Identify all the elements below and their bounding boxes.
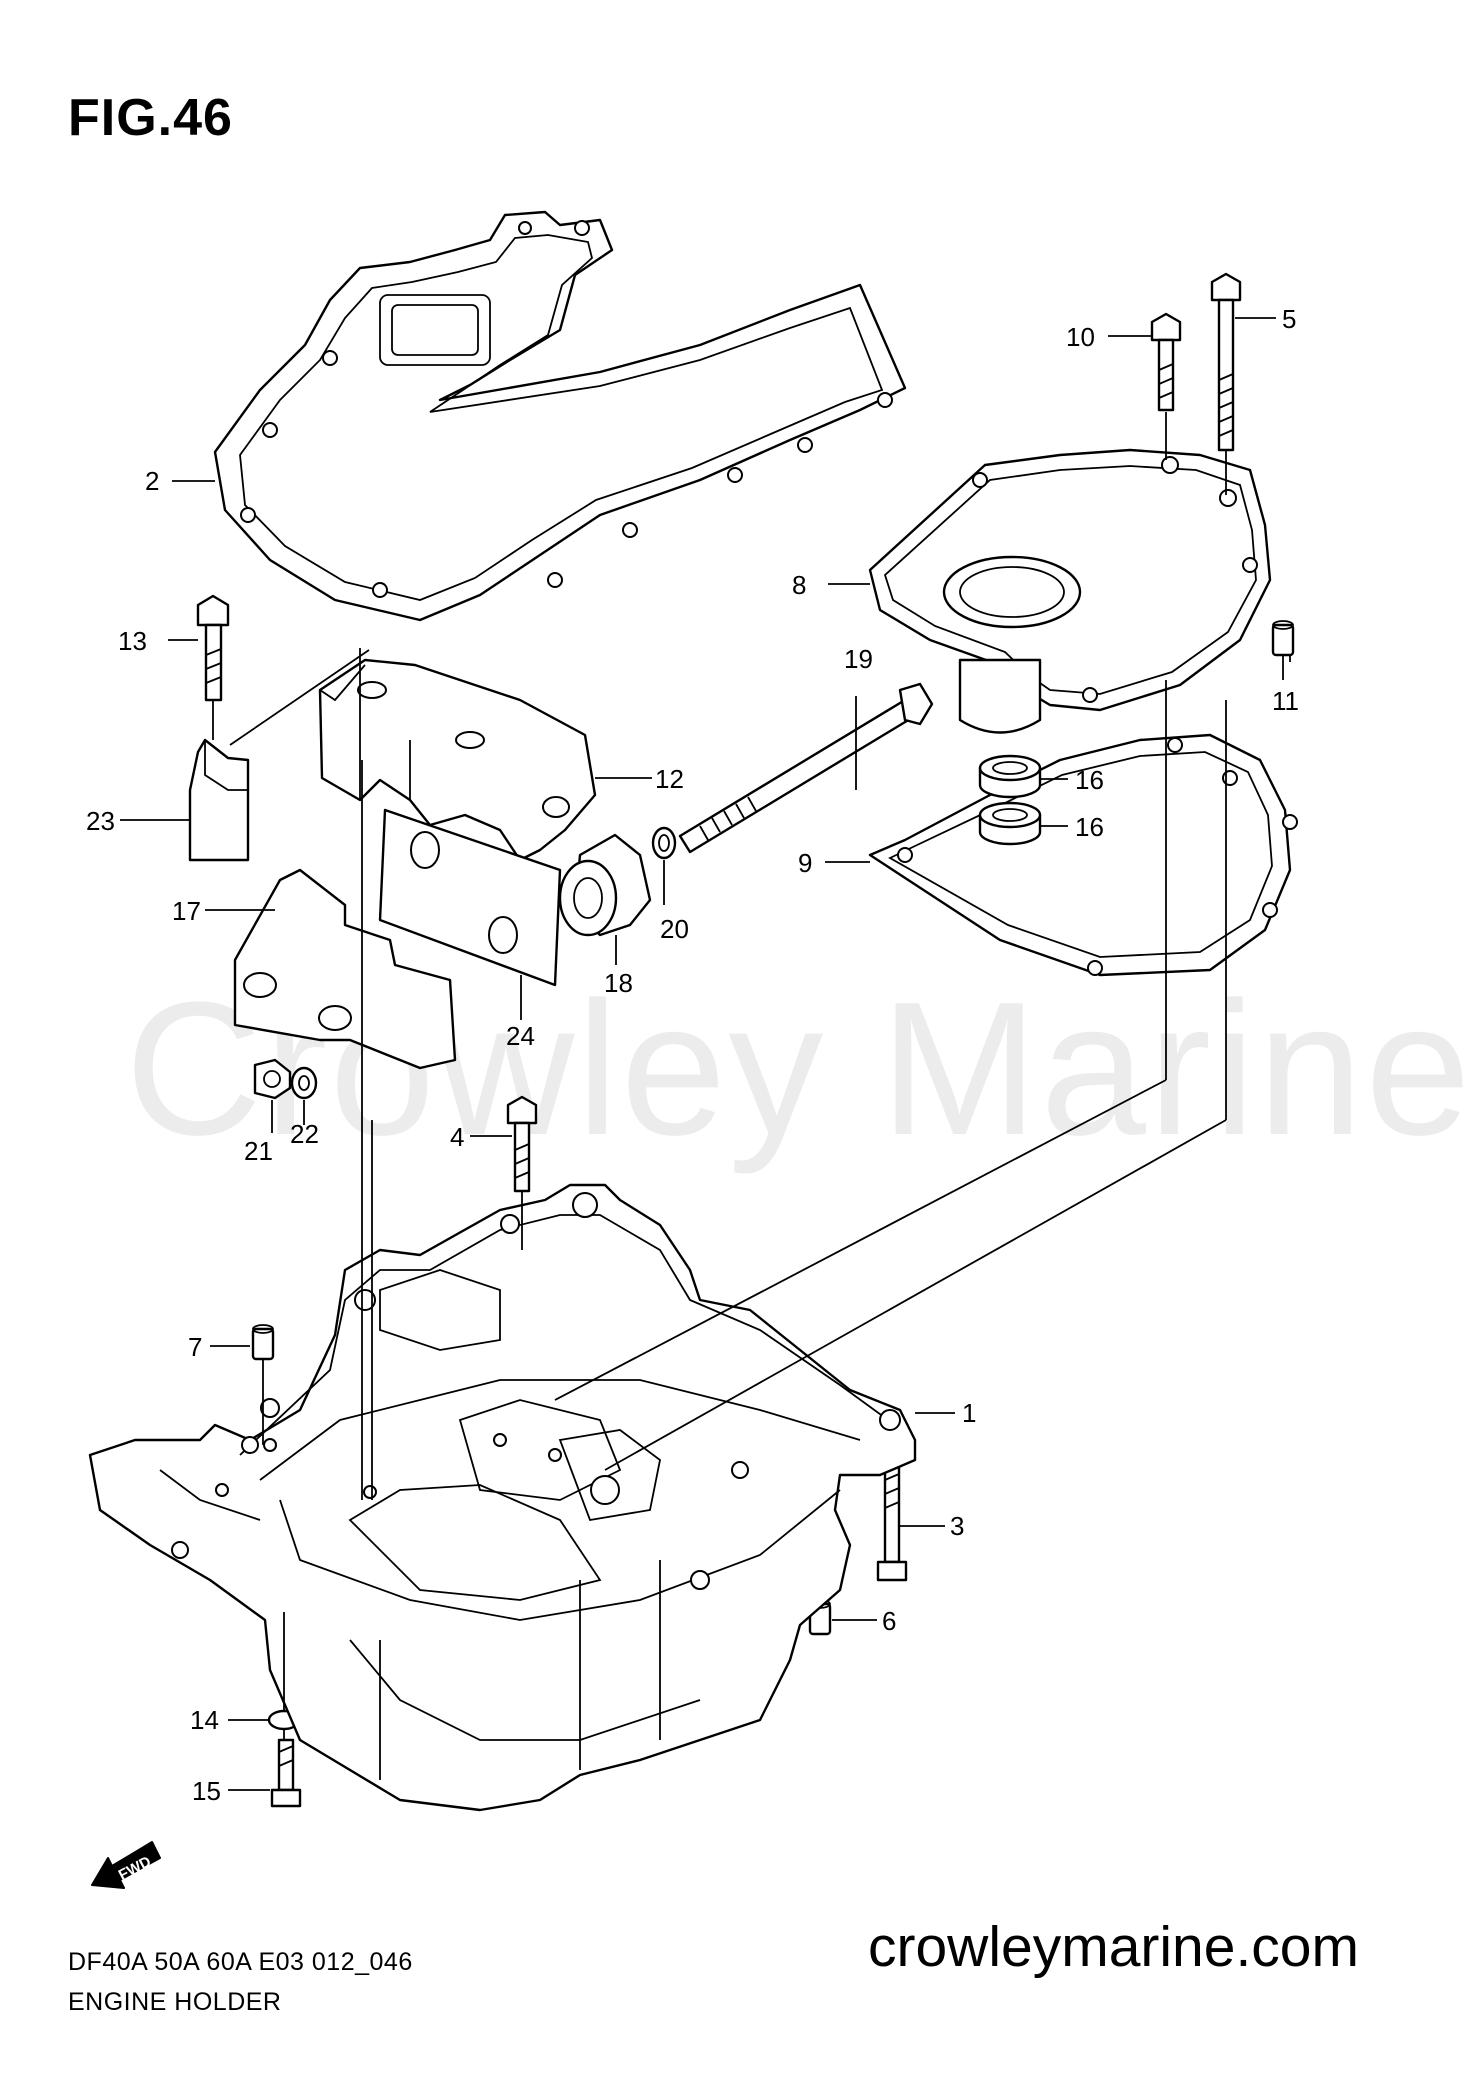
- washer-20: [651, 826, 677, 860]
- callout-leaders: [120, 317, 1291, 1791]
- guide-lines: [212, 412, 1284, 1740]
- callout-18: 18: [604, 968, 633, 998]
- stud-bolt-19: [678, 682, 934, 854]
- figure-title: FIG.46: [68, 89, 233, 147]
- callout-20: 20: [660, 914, 689, 944]
- bolt-13: [196, 594, 230, 702]
- callout-19: 19: [844, 644, 873, 674]
- callout-14: 14: [190, 1705, 219, 1735]
- bolt-10: [1150, 312, 1182, 412]
- engine-holder-1: [88, 1183, 917, 1812]
- callout-7: 7: [188, 1332, 202, 1362]
- callout-24: 24: [506, 1021, 535, 1051]
- callout-23: 23: [86, 806, 115, 836]
- callout-4: 4: [450, 1122, 464, 1152]
- callout-2: 2: [145, 466, 159, 496]
- washer-22: [290, 1066, 318, 1100]
- seal-ring-16-lower: [978, 801, 1042, 846]
- bolt-3: [876, 1460, 908, 1582]
- callout-17: 17: [172, 896, 201, 926]
- callout-5: 5: [1282, 304, 1296, 334]
- seal-ring-16-upper: [978, 754, 1042, 799]
- gasket-2: [213, 210, 907, 622]
- callout-1: 1: [962, 1398, 976, 1428]
- dowel-pin-11: [1271, 620, 1295, 657]
- callout-9: 9: [798, 848, 812, 878]
- callout-6: 6: [882, 1606, 896, 1636]
- callout-15: 15: [192, 1776, 221, 1806]
- callout-11: 11: [1272, 686, 1299, 716]
- callout-21: 21: [244, 1136, 273, 1166]
- bushing-18: [558, 833, 652, 937]
- fwd-arrow-icon: FWD: [91, 1841, 161, 1889]
- callout-16-lower: 16: [1075, 812, 1104, 842]
- callout-16-upper: 16: [1075, 765, 1104, 795]
- bolt-15: [270, 1738, 302, 1808]
- bolt-5: [1210, 272, 1242, 452]
- model-code: DF40A 50A 60A E03 012_046: [68, 1948, 413, 1976]
- callout-labels: 1 2 3 4 5 6 7 8 9 10 11 12 13 14 15 16 1…: [86, 304, 1299, 1806]
- dowel-pin-7: [251, 1324, 275, 1361]
- website-link[interactable]: crowleymarine.com: [868, 1915, 1359, 1979]
- callout-13: 13: [118, 626, 147, 656]
- callout-10: 10: [1066, 322, 1095, 352]
- nut-21: [253, 1058, 292, 1100]
- callout-12: 12: [655, 764, 684, 794]
- stopper-block-17: [233, 868, 457, 1070]
- plate-24: [378, 808, 562, 987]
- callout-8: 8: [792, 570, 806, 600]
- bracket-23: [188, 738, 250, 862]
- callout-3: 3: [950, 1511, 964, 1541]
- section-name: ENGINE HOLDER: [68, 1988, 282, 2016]
- bolt-4: [506, 1095, 538, 1193]
- callout-22: 22: [290, 1119, 319, 1149]
- cover-plate-8: [868, 448, 1272, 734]
